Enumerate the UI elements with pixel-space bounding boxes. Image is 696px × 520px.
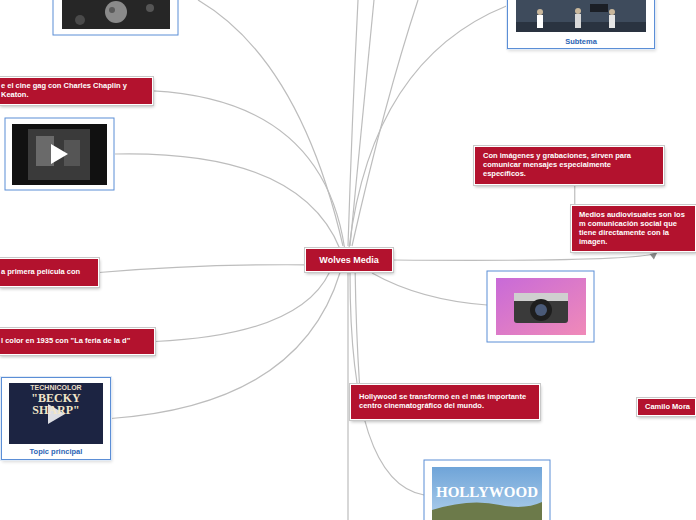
connector (99, 265, 305, 273)
connector-line (155, 272, 330, 342)
connector-line (574, 185, 575, 205)
connector-line (355, 272, 359, 384)
video-image-box (5, 118, 114, 190)
connector-line (393, 252, 657, 260)
image-text: HOLLYWOOD (434, 484, 540, 501)
image-text: "BECKY SHARP" (16, 392, 96, 416)
arrowhead (650, 252, 658, 259)
topic-text: Con imágenes y grabaciones, sirven para … (483, 152, 655, 179)
topic-box: e el cine gag con Charles Chaplin y Keat… (0, 77, 153, 105)
topic-text: Wolves Media (319, 255, 378, 266)
connector (153, 91, 345, 248)
connector-line (99, 265, 305, 273)
leader-line (198, 0, 343, 246)
topic-text: Hollywood se transformó en el más import… (359, 393, 531, 411)
connector (574, 185, 575, 205)
image-caption: Subtema (508, 37, 654, 46)
connector-line (349, 6, 507, 248)
camera-image-box (487, 271, 594, 342)
topic-box: l color en 1935 con "La feria de la d" (0, 328, 155, 355)
connector-line (153, 91, 345, 248)
topic-text: a primera película con (1, 268, 92, 277)
becky-sharp-image (1, 377, 111, 460)
topic-box: Con imágenes y grabaciones, sirven para … (474, 146, 664, 185)
leader-line (347, 273, 348, 520)
leader-line (115, 154, 340, 249)
image-text: TECHNICOLOR (10, 384, 102, 392)
connector (349, 6, 507, 248)
topic-box: a primera película con (0, 258, 99, 287)
topic-text: Medios audiovisuales son los m comunicac… (579, 211, 693, 246)
topic-box: Medios audiovisuales son los m comunicac… (571, 205, 696, 252)
topic-text: Camilo Mora (645, 403, 691, 412)
connector (393, 252, 657, 260)
connector (155, 272, 330, 342)
image-topic: Subtema (507, 0, 655, 49)
leader-line (352, 0, 418, 246)
image-caption: Topic principal (2, 447, 110, 456)
hollywood-image-box (424, 460, 550, 520)
leader-line (372, 273, 487, 305)
topic-box: Hollywood se transformó en el más import… (350, 384, 540, 420)
topic-text: e el cine gag con Charles Chaplin y Keat… (1, 82, 146, 100)
leader-line (350, 0, 374, 246)
topic-text: l color en 1935 con "La feria de la d" (1, 337, 148, 346)
movie-image-box (53, 0, 178, 35)
connector (355, 272, 359, 384)
subtema-image (507, 0, 655, 47)
topic-box: Camilo Mora (637, 398, 696, 416)
central-topic: Wolves Media (305, 248, 393, 272)
